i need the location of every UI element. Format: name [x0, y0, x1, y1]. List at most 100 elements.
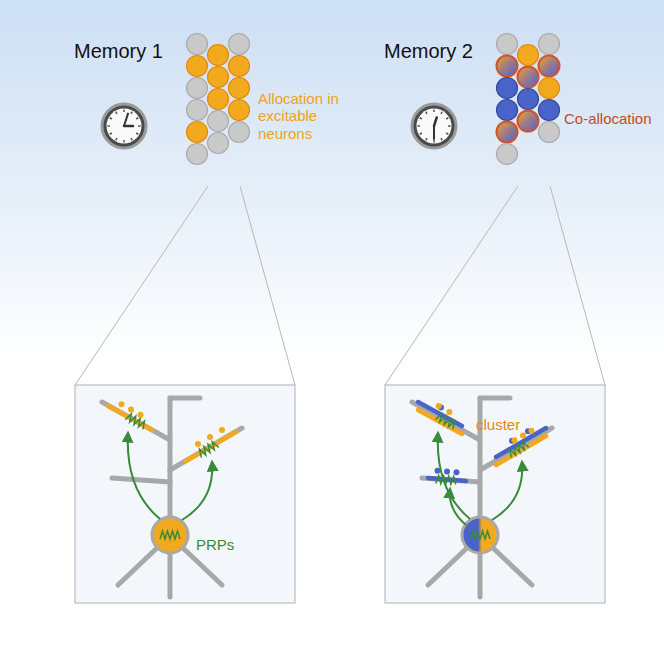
synapse-dot: [444, 469, 450, 475]
cluster-label: cluster: [476, 416, 520, 433]
neuron-cell: [187, 144, 208, 165]
stroke: [136, 118, 138, 119]
zoom-lines: [75, 186, 605, 385]
prp-coil: [200, 442, 219, 458]
stroke: [417, 109, 452, 144]
synapse-dot: [454, 469, 460, 475]
synapse-dot: [195, 441, 201, 447]
transport-arrow: [438, 433, 470, 519]
stroke: [124, 125, 133, 128]
neuron-cell: [497, 78, 518, 99]
prp-coil: [510, 442, 529, 458]
neuron-cell: [518, 111, 539, 132]
stroke: [131, 112, 132, 114]
neuron-cell: [497, 144, 518, 165]
neuron-cell: [229, 100, 250, 121]
zoom-box: [75, 385, 295, 603]
neuron-cell: [208, 67, 229, 88]
coallocation-label: Co-allocation: [564, 110, 652, 127]
stroke: [448, 125, 451, 127]
neuron-drawing: [102, 398, 242, 597]
neuron-cell: [539, 122, 560, 143]
synapse-dot: [119, 401, 125, 407]
stroke: [108, 125, 111, 127]
stroke: [441, 138, 442, 140]
neuron-cell: [518, 45, 539, 66]
transport-arrow: [182, 462, 212, 520]
stroke: [168, 553, 173, 597]
stroke: [441, 112, 442, 114]
neuron-soma: [152, 517, 188, 553]
stroke: [186, 432, 236, 461]
stroke: [110, 133, 112, 134]
prp-coil: [470, 531, 490, 539]
synapse-dot: [436, 403, 442, 409]
synapse-dot: [529, 428, 535, 434]
neuron-cell: [187, 78, 208, 99]
neuron-cell: [208, 133, 229, 154]
stroke: [116, 112, 117, 114]
stroke: [433, 140, 435, 143]
stroke: [116, 138, 117, 140]
zoom-box: [385, 385, 605, 603]
stroke: [420, 118, 422, 119]
stroke: [433, 110, 435, 113]
stroke: [480, 396, 510, 401]
stroke: [412, 402, 480, 440]
stroke: [102, 104, 146, 148]
neuron-soma: [462, 517, 498, 553]
neuron-cell: [539, 56, 560, 77]
stroke: [170, 396, 200, 401]
clock-icon: [412, 104, 456, 148]
neuron-cell: [539, 78, 560, 99]
prp-label: PRPs: [196, 536, 234, 553]
neuron-cell: [518, 67, 539, 88]
stroke: [123, 140, 125, 143]
stroke: [434, 117, 437, 126]
stroke: [123, 110, 125, 113]
stroke: [433, 126, 435, 139]
neuron-cell: [497, 100, 518, 121]
neuron-cell: [497, 34, 518, 55]
stroke: [478, 553, 483, 597]
allocation-label: Allocation in excitable neurons: [258, 90, 363, 142]
stroke: [136, 133, 138, 134]
neuron-cell: [229, 78, 250, 99]
stroke: [426, 138, 427, 140]
neuron-cell: [518, 89, 539, 110]
neuron-cell: [208, 111, 229, 132]
synapse-dot: [128, 407, 134, 413]
stroke: [102, 402, 170, 440]
stroke: [418, 125, 421, 127]
transport-arrow: [492, 462, 522, 520]
stroke: [496, 436, 546, 465]
stroke: [492, 547, 532, 585]
stroke: [138, 125, 141, 127]
stroke: [428, 547, 468, 585]
neuron-cell: [229, 34, 250, 55]
stroke: [446, 118, 448, 119]
stroke: [107, 109, 142, 144]
memory-heading: Memory 2: [384, 40, 473, 63]
neuron-cell: [187, 122, 208, 143]
transport-arrow: [450, 489, 466, 525]
stroke: [446, 133, 448, 134]
stroke: [168, 398, 173, 517]
clock-icon: [102, 104, 146, 148]
neuron-cell: [208, 45, 229, 66]
prp-coil: [436, 476, 456, 485]
synapse-dot: [219, 427, 225, 433]
stroke: [131, 138, 132, 140]
synapse-dot: [512, 437, 518, 443]
neuron-cell: [187, 56, 208, 77]
stroke: [478, 398, 483, 517]
synapse-dot: [138, 412, 144, 418]
neuron-drawing: [412, 398, 552, 597]
neuron-cell: [229, 122, 250, 143]
synapse-dot: [446, 409, 452, 415]
synapse-dot: [207, 434, 213, 440]
stroke: [420, 133, 422, 134]
stroke: [110, 118, 112, 119]
stroke: [418, 410, 462, 434]
